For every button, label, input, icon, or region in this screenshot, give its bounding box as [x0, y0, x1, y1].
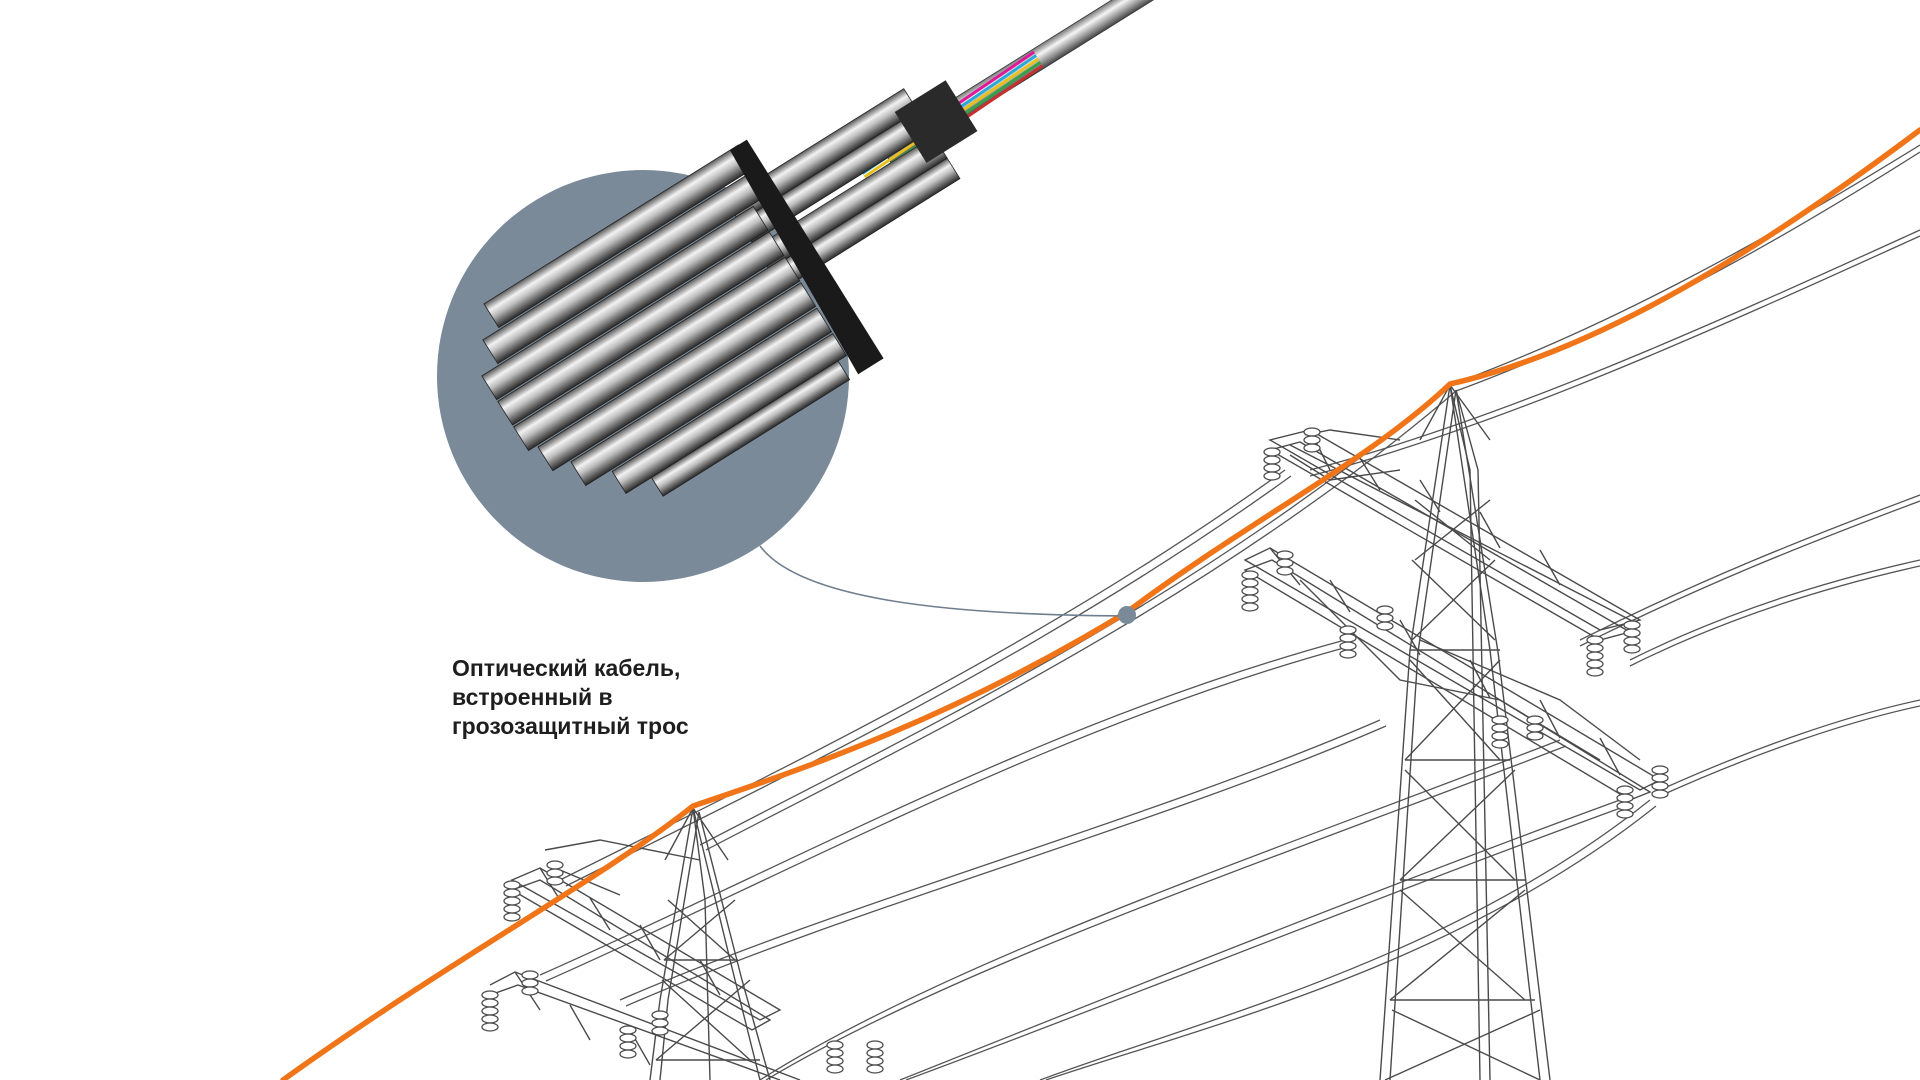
insulator-icon [1241, 427, 1669, 819]
cable-caption: Оптический кабель, встроенный в грозозащ… [452, 654, 812, 741]
cable-cross-section-icon [437, 0, 1164, 582]
cable-marker [1118, 606, 1136, 624]
transmission-tower-icon [489, 806, 801, 1080]
leader-line [759, 545, 1127, 617]
transmission-tower-icon [1243, 383, 1662, 1080]
caption-line-3: грозозащитный трос [452, 713, 689, 739]
caption-line-2: встроенный в [452, 684, 613, 710]
caption-line-1: Оптический кабель, [452, 655, 681, 681]
insulator-icon [481, 860, 884, 1074]
